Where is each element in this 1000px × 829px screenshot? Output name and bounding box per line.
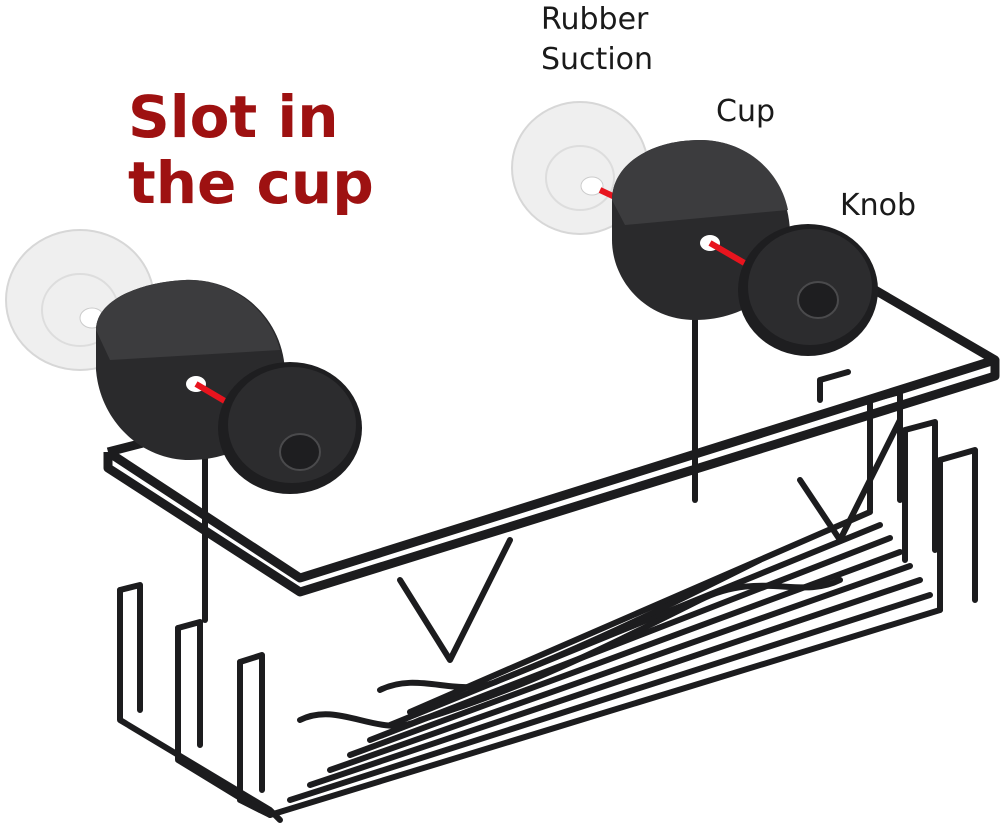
knob-label: Knob [840, 188, 917, 223]
right-suction-assembly [511, 101, 878, 356]
headline-line-2: the cup [128, 149, 374, 217]
rubber-suction-label-line-1: Rubber [541, 2, 649, 37]
rubber-suction-label-line-2: Suction [541, 42, 654, 77]
wire-basket [117, 317, 978, 823]
cup-label: Cup [716, 94, 776, 129]
slot-in-the-cup-headline: Slot in the cup [128, 84, 374, 216]
left-suction-assembly [5, 229, 362, 494]
rubber-suction-label: Rubber Suction [541, 0, 653, 80]
headline-line-1: Slot in [128, 83, 339, 151]
